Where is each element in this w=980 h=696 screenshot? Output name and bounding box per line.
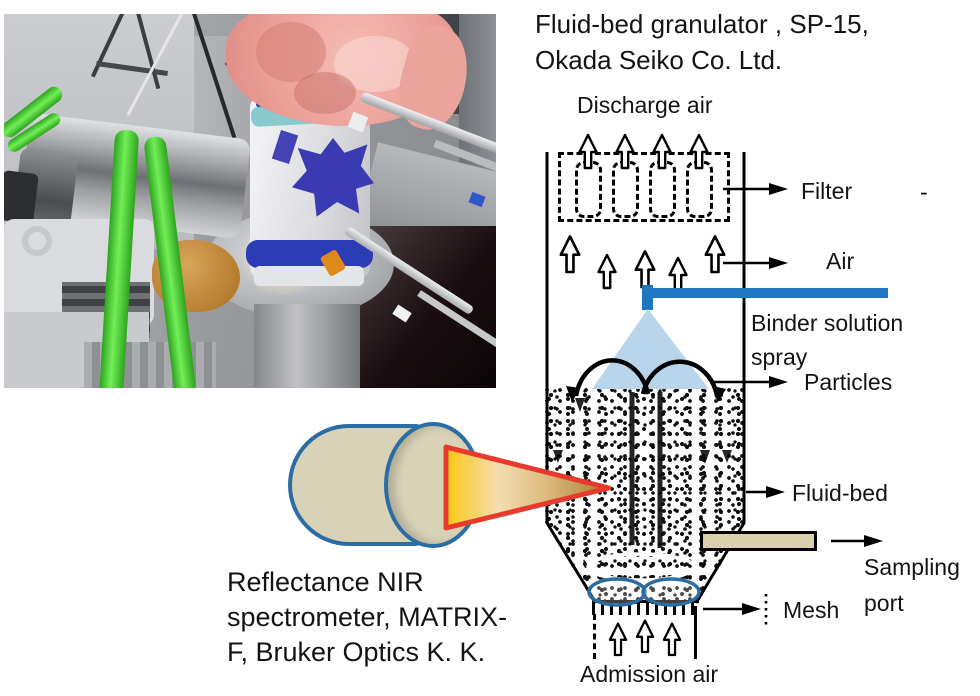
fluid-bed-label: Fluid-bed: [792, 480, 888, 506]
sampling-line1: Sampling: [864, 554, 960, 580]
equipment-photo: [4, 14, 496, 388]
photo-pink-fold: [294, 72, 356, 114]
fluid-bed-particles: [545, 388, 746, 604]
photo-pink-fold: [256, 22, 326, 82]
binder-line1: Binder solution: [751, 310, 904, 336]
nir-line2: spectrometer, MATRIX-: [227, 602, 508, 632]
filter-label: Filter: [801, 178, 853, 204]
admission-duct-wall: [694, 606, 697, 659]
nir-line3: F, Bruker Optics K. K.: [227, 637, 486, 667]
particles-label: Particles: [804, 369, 893, 395]
binder-line2: spray: [751, 344, 808, 370]
nir-line1: Reflectance NIR: [227, 567, 424, 597]
filter-tick-mark: -: [920, 179, 928, 205]
sampling-port-bar: [700, 531, 817, 551]
spectrometer-face: [384, 422, 482, 548]
title-line1: Fluid-bed granulator , SP-15,: [535, 9, 869, 39]
filter-bag: [686, 161, 713, 218]
spectrometer-label: Reflectance NIR spectrometer, MATRIX- F,…: [227, 565, 507, 670]
sampling-line2: port: [864, 590, 904, 616]
photo-pedestal: [254, 304, 360, 388]
photo-probe-connector: [4, 169, 39, 225]
photo-metal-ring: [22, 226, 52, 256]
filter-bag: [575, 161, 602, 218]
admission-air-label: Admission air: [580, 661, 719, 687]
sampling-port-label: Sampling port: [864, 549, 960, 621]
photo-flange: [254, 266, 364, 286]
mesh-label: Mesh: [783, 597, 840, 623]
air-flow-arrows: [559, 235, 726, 293]
spray-cone: [592, 309, 709, 389]
air-label: Air: [826, 248, 855, 274]
mesh-screen: [592, 600, 699, 615]
admission-duct-wall: [593, 614, 596, 659]
filter-bag: [612, 161, 639, 218]
figure-title: Fluid-bed granulator , SP-15, Okada Seik…: [535, 6, 869, 78]
photo-blue-band: [246, 240, 373, 268]
binder-solution-label: Binder solution spray: [751, 306, 903, 374]
filter-bag: [649, 161, 676, 218]
title-line2: Okada Seiko Co. Ltd.: [535, 45, 783, 75]
discharge-air-label: Discharge air: [577, 92, 713, 118]
admission-air-arrows: [608, 619, 682, 657]
